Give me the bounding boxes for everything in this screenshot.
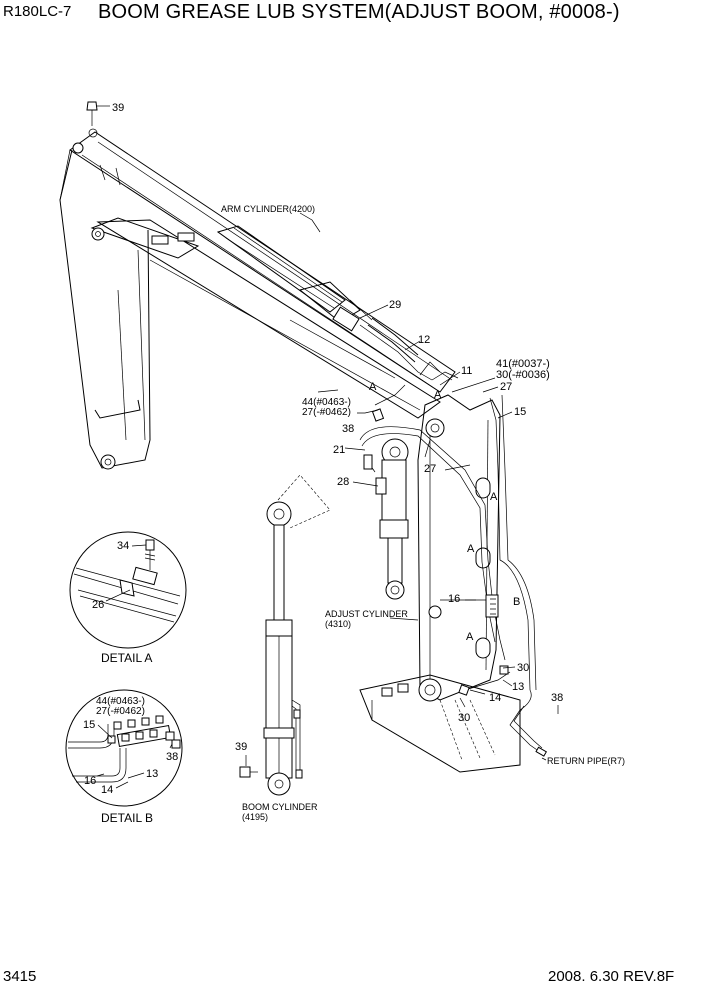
callout: A <box>467 543 475 555</box>
page-title: BOOM GREASE LUB SYSTEM(ADJUST BOOM, #000… <box>98 1 620 23</box>
callout: 41(#0037-) <box>496 358 550 370</box>
callout: 38 <box>166 751 178 763</box>
callout: 16 <box>448 593 460 605</box>
detail-a-title: DETAIL A <box>101 651 152 665</box>
boom-cylinder <box>239 474 331 796</box>
callout: A <box>490 491 498 503</box>
boom-structure <box>59 128 456 470</box>
arm-cylinder-label: ARM CYLINDER(4200) <box>221 204 315 214</box>
callout: 27 <box>424 463 436 475</box>
callout: 15 <box>83 719 95 731</box>
callout: 28 <box>337 476 349 488</box>
callout: 39 <box>235 741 247 753</box>
callout: 14 <box>489 692 501 704</box>
callout: 21 <box>333 444 345 456</box>
callout: 30 <box>458 712 470 724</box>
callout: 44(#0463-) <box>96 696 145 707</box>
callout: 27(-#0462) <box>302 407 351 418</box>
callout: 30(-#0036) <box>496 369 550 381</box>
detail-a-view <box>69 531 187 649</box>
callout: 39 <box>112 102 124 114</box>
callout: 44(#0463-) <box>302 397 351 408</box>
callout: 15 <box>514 406 526 418</box>
detail-b-view <box>65 689 183 807</box>
arm-cylinder <box>216 225 419 363</box>
callout: 38 <box>551 692 563 704</box>
callout: 11 <box>461 365 472 377</box>
adjust-boom <box>359 394 521 773</box>
callout: 27 <box>500 381 512 393</box>
leader-lines <box>96 105 559 789</box>
revision-date: 2008. 6.30 REV.8F <box>548 968 675 985</box>
callout: 27(-#0462) <box>96 706 145 717</box>
callout: 13 <box>146 768 158 780</box>
boom-cylinder-label: BOOM CYLINDER <box>242 802 318 812</box>
diagram-labels: ARM CYLINDER(4200) ADJUST CYLINDER (4310… <box>101 204 625 825</box>
callout: 12 <box>418 334 430 346</box>
callout: A <box>434 389 442 401</box>
callout: 13 <box>512 681 524 693</box>
callout: A <box>466 631 474 643</box>
callout: 26 <box>92 599 104 611</box>
adjust-cylinder-label: ADJUST CYLINDER <box>325 609 408 619</box>
callout: 14 <box>101 784 113 796</box>
callout: 16 <box>84 775 96 787</box>
boom-cylinder-code: (4195) <box>242 812 268 822</box>
callout: 29 <box>389 299 401 311</box>
grease-nipple-icon <box>86 101 98 126</box>
part-callouts: 39 29 12 11 41(#0037-) 30(-#0036) 27 15 … <box>83 102 563 796</box>
adjust-cylinder <box>363 408 409 600</box>
callout: A <box>369 381 377 393</box>
callout: 34 <box>117 540 129 552</box>
model-code: R180LC-7 <box>3 3 72 20</box>
callout: B <box>513 596 520 608</box>
detail-b-title: DETAIL B <box>101 811 153 825</box>
page-number: 3415 <box>3 968 37 985</box>
adjust-cylinder-code: (4310) <box>325 619 351 629</box>
return-pipe-label: RETURN PIPE(R7) <box>547 756 625 766</box>
callout: 30 <box>517 662 529 674</box>
callout: 38 <box>342 423 354 435</box>
